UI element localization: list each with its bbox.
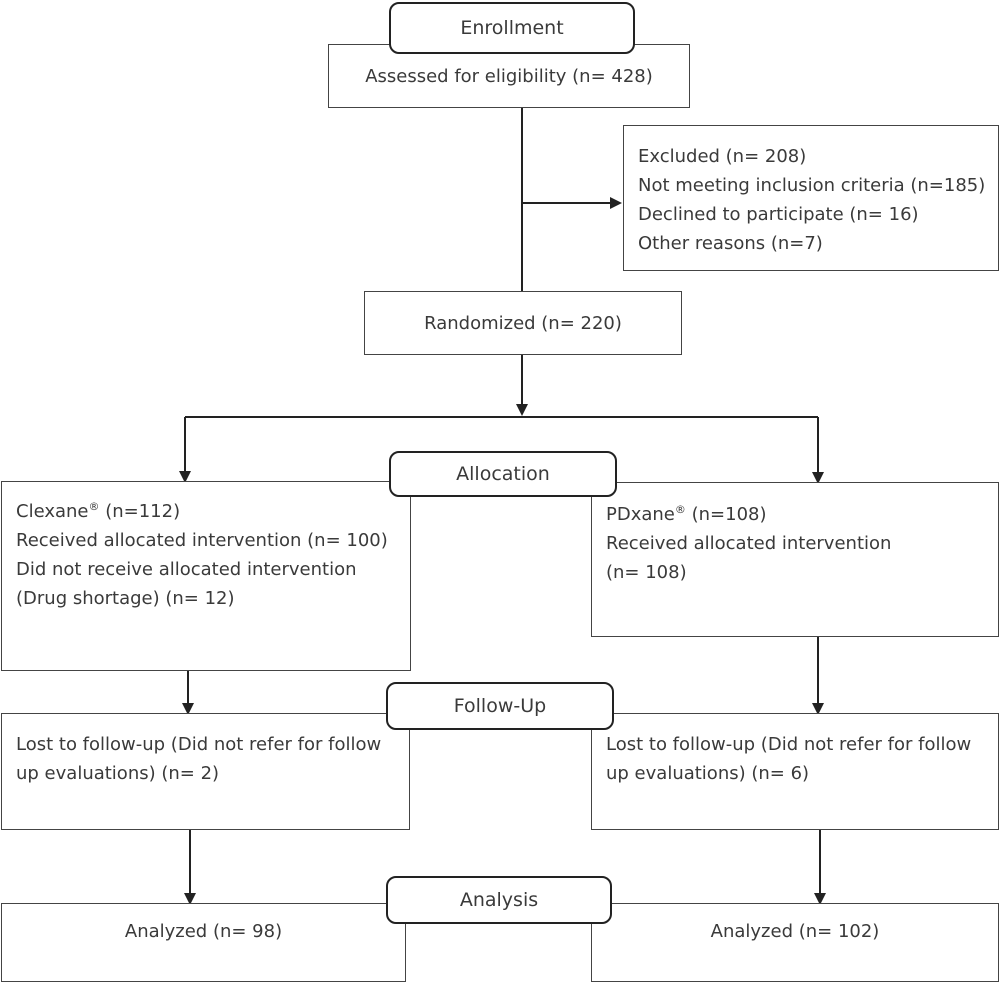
right-lost-line2: up evaluations) (n= 6) bbox=[606, 763, 810, 784]
right-received-n: (n= 108) bbox=[606, 562, 687, 583]
excluded-title: Excluded (n= 208) bbox=[638, 146, 807, 167]
right-arm-header: PDxane® (n=108) bbox=[606, 500, 767, 529]
left-count: (n=112) bbox=[99, 501, 181, 522]
left-drug-name: Clexane bbox=[16, 501, 89, 522]
stage-follow-up-label: Follow-Up bbox=[453, 695, 547, 717]
left-not-received: Did not receive allocated intervention bbox=[16, 559, 357, 580]
right-drug-name: PDxane bbox=[606, 504, 675, 525]
left-arm-header: Clexane® (n=112) bbox=[16, 497, 180, 526]
excluded-not-meeting: Not meeting inclusion criteria (n=185) bbox=[638, 175, 986, 196]
randomized-text: Randomized (n= 220) bbox=[424, 312, 622, 334]
stage-enrollment: Enrollment bbox=[389, 2, 635, 54]
excluded-declined: Declined to participate (n= 16) bbox=[638, 204, 919, 225]
left-lost-line2: up evaluations) (n= 2) bbox=[16, 763, 220, 784]
excluded-box bbox=[623, 125, 999, 271]
assessed-text: Assessed for eligibility (n= 428) bbox=[365, 65, 653, 87]
right-received: Received allocated intervention bbox=[606, 533, 892, 554]
stage-analysis-label: Analysis bbox=[459, 889, 539, 911]
right-trademark: ® bbox=[674, 503, 686, 516]
right-analyzed-box: Analyzed (n= 102) bbox=[591, 903, 999, 982]
left-lost-line1: Lost to follow-up (Did not refer for fol… bbox=[16, 734, 382, 755]
left-received: Received allocated intervention (n= 100) bbox=[16, 530, 388, 551]
stage-enrollment-label: Enrollment bbox=[460, 17, 564, 39]
right-analyzed-text: Analyzed (n= 102) bbox=[710, 921, 880, 942]
left-trademark: ® bbox=[88, 500, 100, 513]
left-analyzed-box: Analyzed (n= 98) bbox=[1, 903, 406, 982]
stage-allocation: Allocation bbox=[389, 451, 617, 497]
left-not-received-reason: (Drug shortage) (n= 12) bbox=[16, 588, 235, 609]
excluded-other: Other reasons (n=7) bbox=[638, 233, 823, 254]
stage-allocation-label: Allocation bbox=[456, 463, 550, 485]
assessed-box: Assessed for eligibility (n= 428) bbox=[328, 44, 690, 108]
randomized-box: Randomized (n= 220) bbox=[364, 291, 682, 355]
right-allocation-box bbox=[591, 482, 999, 637]
stage-analysis: Analysis bbox=[386, 876, 612, 924]
left-followup-box bbox=[1, 713, 410, 830]
right-followup-box bbox=[591, 713, 999, 830]
right-lost-line1: Lost to follow-up (Did not refer for fol… bbox=[606, 734, 972, 755]
stage-follow-up: Follow-Up bbox=[386, 682, 614, 730]
left-allocation-box bbox=[1, 481, 411, 671]
right-count: (n=108) bbox=[685, 504, 767, 525]
left-analyzed-text: Analyzed (n= 98) bbox=[124, 921, 283, 942]
